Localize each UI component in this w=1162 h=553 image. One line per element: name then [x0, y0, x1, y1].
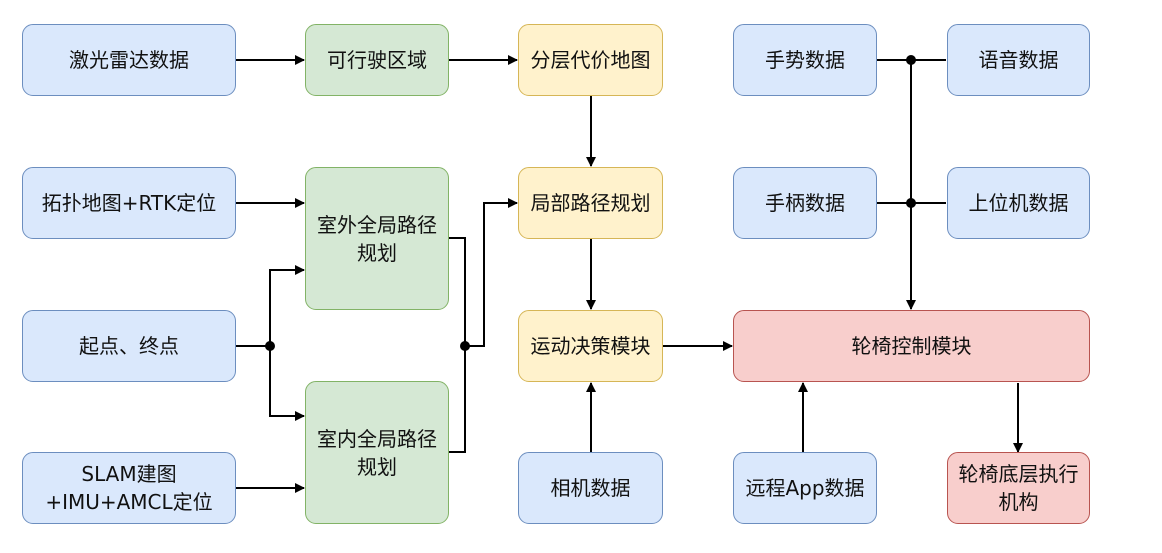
node-handle: 手柄数据: [733, 167, 877, 239]
node-outdoor-planning: 室外全局路径 规划: [305, 167, 449, 310]
node-topo: 拓扑地图+RTK定位: [22, 167, 236, 239]
junction-dot-bus-mid: [906, 198, 916, 208]
node-costmap: 分层代价地图: [518, 24, 663, 96]
node-control: 轮椅控制模块: [733, 310, 1090, 382]
node-drivable: 可行驶区域: [305, 24, 449, 96]
node-actuator: 轮椅底层执行 机构: [947, 452, 1090, 524]
edge-indoor-merge: [449, 346, 466, 453]
edge-junction-indoor: [269, 346, 305, 421]
node-local-planning: 局部路径规划: [518, 167, 663, 239]
node-indoor-planning: 室内全局路径 规划: [305, 381, 449, 524]
edge-junction-outdoor: [269, 265, 305, 346]
node-gesture: 手势数据: [733, 24, 877, 96]
junction-dot-merge: [460, 341, 470, 351]
edge-merge-local: [465, 198, 518, 347]
node-decision: 运动决策模块: [518, 310, 663, 382]
junction-dot-bus-top: [906, 55, 916, 65]
node-slam: SLAM建图 +IMU+AMCL定位: [22, 452, 236, 524]
node-lidar: 激光雷达数据: [22, 24, 236, 96]
junction-dot-left: [265, 341, 275, 351]
node-camera: 相机数据: [518, 452, 663, 524]
node-host: 上位机数据: [947, 167, 1090, 239]
node-start-end: 起点、终点: [22, 310, 236, 382]
edge-outdoor-merge: [449, 237, 466, 346]
node-voice: 语音数据: [947, 24, 1090, 96]
node-remote: 远程App数据: [733, 452, 877, 524]
